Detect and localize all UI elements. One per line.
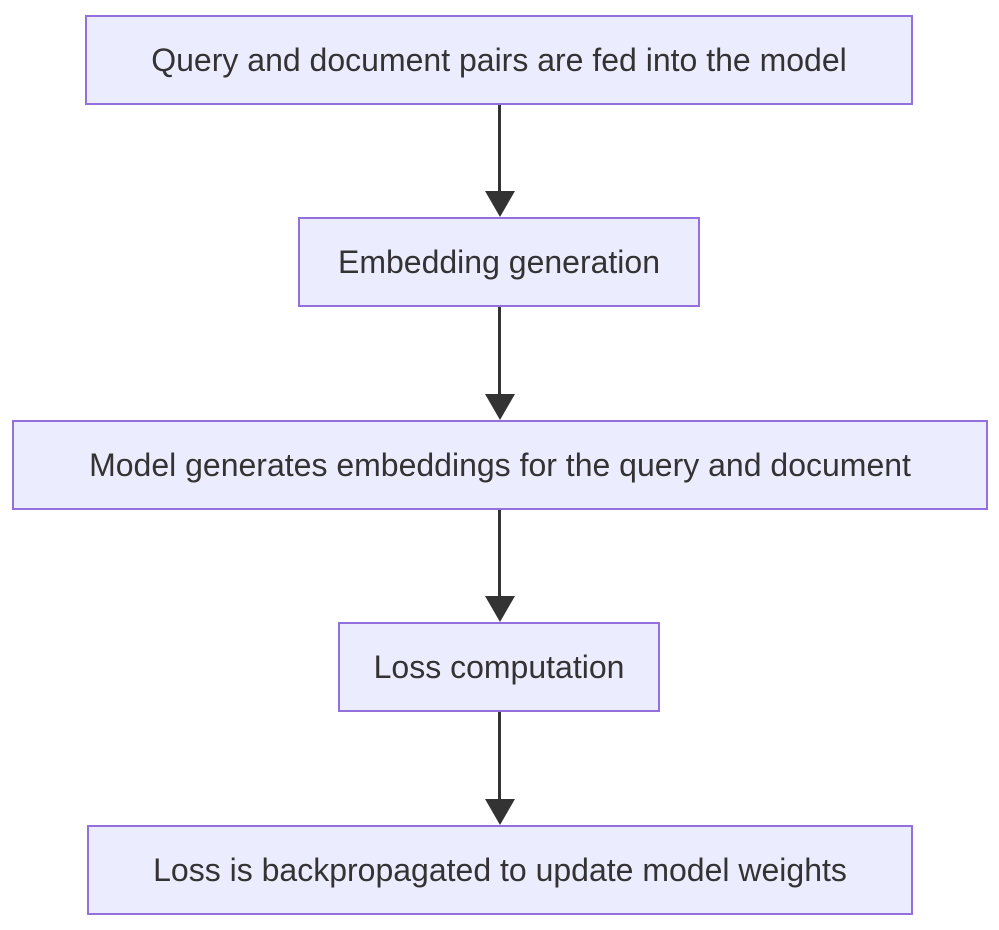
arrow-line xyxy=(498,510,501,596)
arrow-head-down-icon xyxy=(484,191,515,217)
arrow-line xyxy=(498,307,501,394)
flow-arrow-2 xyxy=(484,307,515,420)
flow-node-loss-backpropagated: Loss is backpropagated to update model w… xyxy=(87,825,913,915)
flow-arrow-4 xyxy=(484,712,515,825)
arrow-line xyxy=(498,105,501,191)
flow-arrow-3 xyxy=(484,510,515,622)
arrow-head-down-icon xyxy=(484,799,515,825)
flow-node-model-generates-embeddings: Model generates embeddings for the query… xyxy=(12,420,988,510)
arrow-line xyxy=(498,712,501,799)
flow-node-query-document-pairs: Query and document pairs are fed into th… xyxy=(85,15,913,105)
flow-arrow-1 xyxy=(484,105,515,217)
flow-node-embedding-generation: Embedding generation xyxy=(298,217,700,307)
arrow-head-down-icon xyxy=(484,394,515,420)
arrow-head-down-icon xyxy=(484,596,515,622)
flow-node-loss-computation: Loss computation xyxy=(338,622,660,712)
